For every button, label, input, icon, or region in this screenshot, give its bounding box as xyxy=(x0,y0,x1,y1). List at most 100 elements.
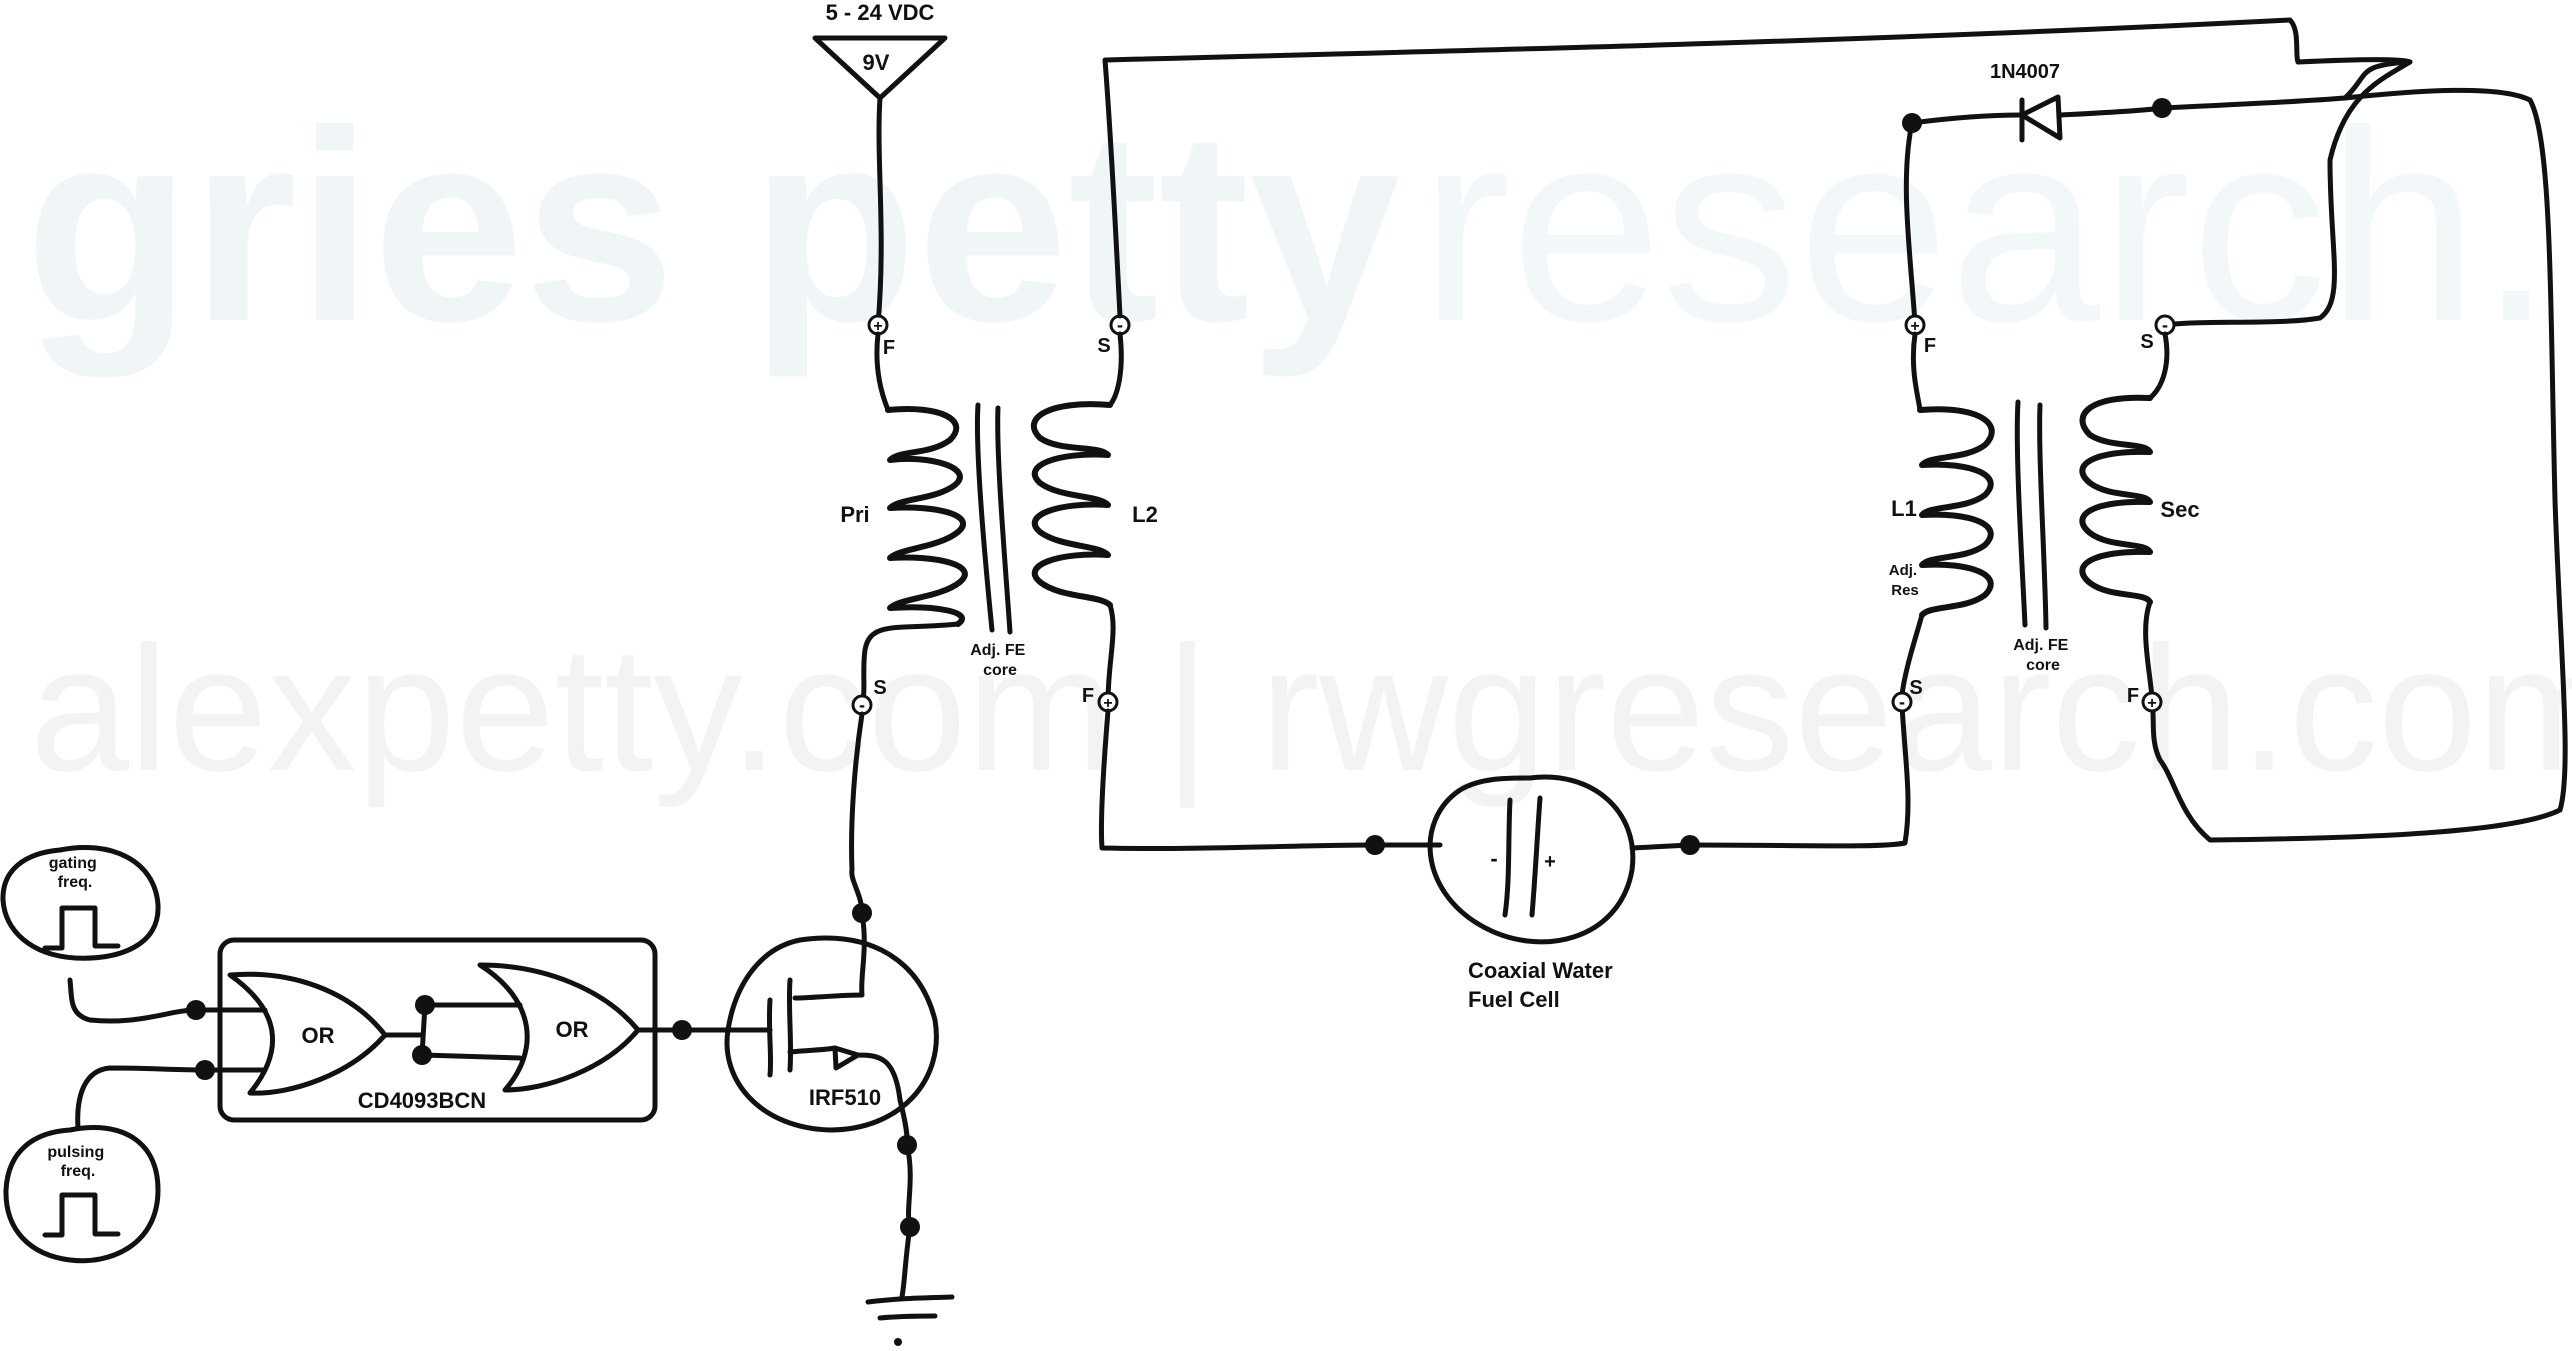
wire-l1-top-long xyxy=(1903,120,1918,326)
wire-l2-bottom xyxy=(1105,602,1116,705)
l2-label: L2 xyxy=(1132,502,1158,527)
gating-label-line1: gating xyxy=(49,855,97,872)
logic-stage: gating freq. pulsing freq. CD4093BCN OR … xyxy=(0,844,773,1264)
wire-pulsing xyxy=(75,1065,208,1131)
pri-top-sign: + xyxy=(873,318,882,335)
wire-l1-bottom xyxy=(1899,612,1925,698)
watermark-company-light: research.: xyxy=(1420,74,2572,378)
wire-l2-top xyxy=(1107,331,1124,408)
fuel-cell-label-line2: Fuel Cell xyxy=(1468,987,1560,1012)
core-label-left: Adj. FE core xyxy=(970,642,1030,679)
sec-bottom-sign: + xyxy=(2147,695,2156,712)
watermark-company-bold: gries petty xyxy=(25,74,1402,380)
fuel-cell-plate-pos xyxy=(1529,795,1543,918)
l2-top-label: S xyxy=(1097,335,1110,357)
l1-note: Adj. Res xyxy=(1889,562,1922,599)
wire-bottom-right xyxy=(1687,702,1911,849)
primary-coil xyxy=(885,406,968,627)
pri-bottom-label: S xyxy=(873,677,886,699)
left-transformer: + F Pri - S Adj. FE core - S L2 + F xyxy=(840,314,1158,716)
gate2-input-leads xyxy=(419,1002,523,1061)
gating-label-line2: freq. xyxy=(58,874,93,891)
core-right-bar-2 xyxy=(2037,402,2049,631)
fuel-cell-label: Coaxial Water Fuel Cell xyxy=(1468,958,1619,1012)
fuel-cell-plate-neg xyxy=(1502,797,1513,918)
supply-triangle xyxy=(812,35,948,101)
sec-top-sign: - xyxy=(2162,315,2168,335)
chip-label: CD4093BCN xyxy=(358,1088,486,1113)
gate1-input-leads xyxy=(193,1007,268,1073)
mosfet-gate-plate xyxy=(766,997,774,1078)
wire-pri-to-drain xyxy=(849,711,865,916)
wire-pri-top xyxy=(874,331,891,413)
right-transformer: 1N4007 + F L1 Adj. Res - S Adj. FE core … xyxy=(1889,59,2568,843)
supply-voltage-range: 5 - 24 VDC xyxy=(826,0,935,25)
wire-source-down xyxy=(904,1142,913,1230)
wire-top-rail xyxy=(1102,17,2413,319)
l1-bottom-sign: - xyxy=(1899,692,1905,712)
pulsing-label: pulsing freq. xyxy=(47,1144,108,1180)
ground-bar-2 xyxy=(877,1313,938,1321)
gate1-symbol xyxy=(227,971,388,1096)
gating-input-bubble xyxy=(0,844,161,961)
mosfet-body xyxy=(724,935,939,1133)
mosfet-stage: IRF510 xyxy=(724,711,955,1346)
ground-bar-3 xyxy=(894,1338,902,1346)
gate2-label: OR xyxy=(556,1017,589,1042)
l1-bottom-label: S xyxy=(1909,677,1922,699)
wire-pri-bottom xyxy=(859,621,961,708)
primary-label: Pri xyxy=(840,502,869,527)
ground-bar-1 xyxy=(865,1294,955,1305)
core-label-left-line1: Adj. FE xyxy=(970,642,1025,659)
l1-note-line1: Adj. xyxy=(1889,562,1917,579)
gate1-label: OR xyxy=(302,1023,335,1048)
l1-coil xyxy=(1917,406,1995,618)
sec-bottom-terminal xyxy=(2141,691,2163,713)
diode-triangle xyxy=(2019,94,2063,141)
core-label-right: Adj. FE core xyxy=(2013,637,2073,674)
wire-diode-left xyxy=(1909,112,2025,126)
wire-l1-top xyxy=(1910,331,1923,413)
l2-bottom-sign: + xyxy=(1103,695,1112,712)
sec-bottom-label: F xyxy=(2127,685,2139,707)
l2-coil xyxy=(1031,401,1113,608)
pulsing-input-bubble xyxy=(3,1125,161,1264)
gating-label: gating freq. xyxy=(49,855,101,891)
wire-sec-top xyxy=(2147,331,2170,401)
wire-outer-right xyxy=(2149,87,2568,843)
l1-note-line2: Res xyxy=(1891,582,1919,599)
core-label-right-line1: Adj. FE xyxy=(2013,637,2068,654)
l2-bottom-label: F xyxy=(1082,685,1094,707)
watermark-websites: alexpetty.com | rwgresearch.com xyxy=(30,609,2572,808)
l1-bottom-terminal xyxy=(1891,691,1913,713)
wire-sec-loop xyxy=(2159,59,2413,328)
pulsing-label-line2: freq. xyxy=(61,1163,96,1180)
pulsing-label-line1: pulsing xyxy=(47,1144,104,1161)
l2-top-sign: - xyxy=(1117,315,1123,335)
pri-top-label: F xyxy=(883,337,895,359)
mosfet-source-arrow xyxy=(787,1045,903,1103)
core-label-right-line2: core xyxy=(2026,657,2060,674)
core-bar-1 xyxy=(974,402,995,633)
l1-top-label: F xyxy=(1924,335,1936,357)
supply-voltage-value: 9V xyxy=(863,50,890,75)
outer-loop xyxy=(1098,17,2413,851)
core-right-bar-1 xyxy=(2014,399,2028,628)
fuel-cell-label-line1: Coaxial Water xyxy=(1468,958,1613,983)
gating-pulse-icon xyxy=(42,905,121,951)
diode-label: 1N4007 xyxy=(1990,61,2060,83)
wire-to-ground xyxy=(899,1224,913,1300)
fuel-cell-body xyxy=(1427,774,1636,945)
gate2-symbol xyxy=(477,962,641,1093)
core-label-left-line2: core xyxy=(983,662,1017,679)
mosfet-label: IRF510 xyxy=(809,1085,881,1110)
sec-coil xyxy=(2079,394,2153,605)
fuel-cell-pos-sign: + xyxy=(1544,851,1556,873)
sec-label: Sec xyxy=(2160,497,2199,522)
watermark: gries petty research.: alexpetty.com | r… xyxy=(25,74,2572,808)
wire-supply-to-pri xyxy=(875,95,884,328)
mosfet-drain-lead xyxy=(792,910,867,1001)
pulsing-pulse-icon xyxy=(42,1192,121,1238)
wire-gating xyxy=(67,977,199,1024)
l1-label: L1 xyxy=(1891,496,1917,521)
